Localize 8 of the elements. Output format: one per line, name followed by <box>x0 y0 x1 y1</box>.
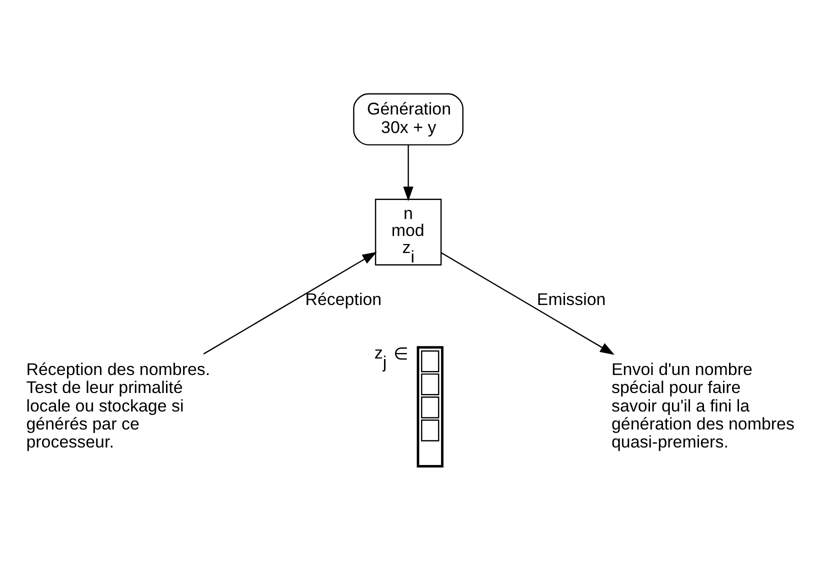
arrow <box>403 145 414 202</box>
arrow <box>203 252 377 354</box>
node-box: Génération 30x + y <box>353 93 464 146</box>
edge-label: Emission <box>536 290 606 310</box>
node-text: Réception des nombres. Test de leur primalité locale ou stockage si générés par ce processeur. <box>26 360 210 452</box>
arrow <box>440 252 615 355</box>
edge-label: Réception <box>305 290 382 310</box>
node-text: Envoi d'un nombre spécial pour faire savoir qu'il a fini la génération des nombres quasi-premiers. <box>611 360 794 452</box>
